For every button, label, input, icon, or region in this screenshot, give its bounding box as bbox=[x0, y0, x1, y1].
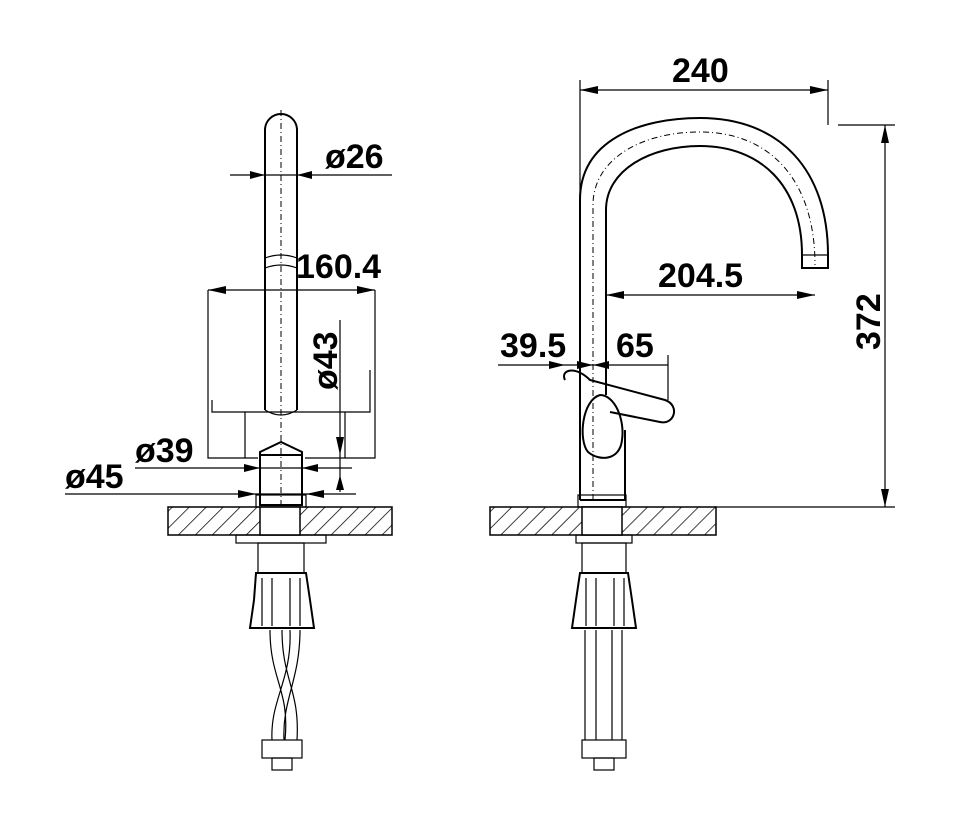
dim-width: 160.4 bbox=[296, 248, 381, 286]
dim-reach-total: 240 bbox=[672, 52, 729, 90]
dim-base-diameter: ø39 bbox=[135, 432, 194, 470]
dim-spout-diameter: ø26 bbox=[325, 138, 384, 176]
base-cylinder bbox=[259, 454, 303, 506]
body-outline bbox=[207, 290, 376, 459]
side-view: 240 372 204.5 39.5 65 bbox=[489, 52, 895, 771]
spout-arc bbox=[579, 116, 829, 500]
front-view: ø26 160.4 ø43 ø39 ø45 bbox=[65, 110, 393, 771]
dim-flange-diameter: ø45 bbox=[65, 458, 124, 496]
dim-lever-back: 39.5 bbox=[500, 327, 566, 365]
connector-nut bbox=[248, 572, 316, 629]
dim-height: 372 bbox=[850, 293, 888, 350]
dim-spout-reach: 204.5 bbox=[658, 257, 743, 295]
dim-body-diameter: ø43 bbox=[307, 331, 345, 390]
lever-handle bbox=[563, 369, 675, 424]
dim-lever-front: 65 bbox=[616, 327, 654, 365]
